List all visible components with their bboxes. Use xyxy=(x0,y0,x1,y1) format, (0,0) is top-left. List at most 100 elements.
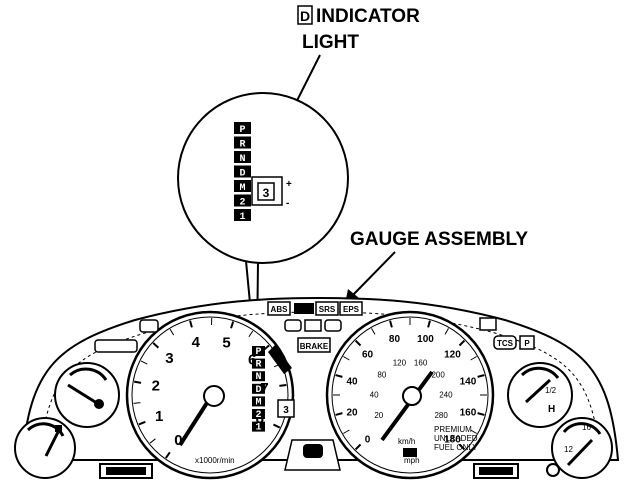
tach-number-2: 2 xyxy=(152,377,160,394)
abs-light xyxy=(267,301,291,316)
speedo-mph-number-5: 100 xyxy=(417,334,434,345)
oil-charge-lights xyxy=(94,339,138,353)
tach-tick-1 xyxy=(149,438,156,444)
tach-tick-4 xyxy=(133,380,142,384)
speedo-tick-13 xyxy=(470,356,477,361)
fuel-bezel xyxy=(54,362,120,428)
tach-gear-letter-5: 2 xyxy=(255,410,261,421)
srs-light xyxy=(315,301,339,316)
tach-number-3: 3 xyxy=(165,350,173,367)
speedo-mph-number-9: 180 xyxy=(444,434,461,445)
gauge-assembly-leader xyxy=(351,251,396,297)
fuel-note-3: FUEL ONLY xyxy=(434,443,478,452)
warning-lights: ABS SRS EPS BRAKE TCS P xyxy=(94,301,535,353)
right-upper-bezel xyxy=(507,362,573,428)
speedo-kmh-number-2: 80 xyxy=(377,371,386,380)
speedo-face xyxy=(331,316,489,474)
tach-gear-letter-4: M xyxy=(255,397,261,408)
cluster-inner-rim xyxy=(39,311,601,456)
zoom-gear-box xyxy=(257,182,275,201)
tach-gear-box-2 xyxy=(252,371,265,382)
zoom-gear-box-2 xyxy=(234,151,251,163)
zoom-gear-letter-6: 1 xyxy=(239,212,245,223)
d-callout-letter: D xyxy=(300,8,310,24)
speedo-tick-12 xyxy=(458,339,466,347)
brake-label: BRAKE xyxy=(300,342,329,351)
tach-number-1: 1 xyxy=(155,408,163,425)
speedo-tick-17 xyxy=(470,429,477,434)
p-light xyxy=(519,335,535,350)
right-lower-needle xyxy=(566,438,594,467)
zoom-gear-letter-3: D xyxy=(239,169,245,180)
tach-unit: x1000r/min xyxy=(195,456,235,465)
fuel-scale xyxy=(69,367,108,381)
tach-gear-box-6 xyxy=(252,421,265,432)
d-callout-line1: INDICATOR xyxy=(316,6,420,27)
speedo-tick-10 xyxy=(427,320,431,328)
zoom-gear-box-3 xyxy=(234,165,251,178)
speedo-mph-unit: mph xyxy=(404,456,420,465)
tach-tick-14 xyxy=(279,383,287,387)
left-odometer-digits xyxy=(106,467,146,475)
tach-tick-5 xyxy=(140,360,148,365)
tach-gear-box-3 xyxy=(252,383,265,394)
d-callout-box xyxy=(297,5,313,25)
tach-number-0: 0 xyxy=(174,432,182,449)
speedo-mph-number-7: 140 xyxy=(460,376,477,387)
tcs-light xyxy=(493,335,517,350)
zoom-gear-letter-1: R xyxy=(239,140,245,151)
speedo-tick-1 xyxy=(343,429,350,434)
gauge-assembly-callout: GAUGE ASSEMBLY xyxy=(350,229,528,250)
tach-gear-box-0 xyxy=(252,346,265,356)
tach-tick-8 xyxy=(189,320,193,328)
tach-number-4: 4 xyxy=(192,334,201,351)
speedo-tick-16 xyxy=(477,412,485,416)
speedo-tick-4 xyxy=(335,374,343,378)
speedo-kmh-number-4: 160 xyxy=(414,359,428,368)
speedo-mph-number-3: 60 xyxy=(362,350,374,361)
turn-left-light xyxy=(284,319,302,332)
volt-16-label: 16 xyxy=(582,423,591,432)
speedo-kmh-number-1: 40 xyxy=(370,390,379,399)
tach-gear-letter-1: R xyxy=(255,360,261,371)
speedo-tick-14 xyxy=(477,374,485,378)
temp-bezel xyxy=(14,417,76,479)
speedo-tick-0 xyxy=(354,443,362,451)
car-icon xyxy=(303,444,323,458)
tach-tick-0 xyxy=(165,451,171,459)
speedo-tick-7 xyxy=(371,328,376,335)
door-light xyxy=(139,319,159,333)
speedo-odometer-window xyxy=(403,448,417,457)
tach-gear-box-5 xyxy=(252,409,265,419)
speedo-kmh-number-5: 200 xyxy=(431,371,445,380)
right-lower-bezel xyxy=(551,417,613,479)
turn-right-light xyxy=(324,319,342,332)
tach-gear-letter-2: N xyxy=(255,372,261,383)
tcs-label: TCS xyxy=(497,339,514,348)
zoom-gear-box-0 xyxy=(234,122,251,134)
eps-light xyxy=(339,301,363,316)
tach-redline-zone xyxy=(268,345,292,374)
tach-gear-box xyxy=(277,399,295,418)
speedo-kmh-number-7: 280 xyxy=(434,411,448,420)
speedo-mph-number-6: 120 xyxy=(444,350,461,361)
right-upper-scale xyxy=(520,366,560,379)
blank-light-1 xyxy=(294,303,314,314)
tach-gear-box-1 xyxy=(252,358,265,369)
temp-gauge xyxy=(14,417,76,479)
zoom-gear-box-1 xyxy=(234,136,251,149)
speedo-tick-5 xyxy=(343,356,350,361)
fuel-note-1: PREMIUM xyxy=(434,425,472,434)
tach-gear-letter-6: 1 xyxy=(255,423,261,434)
right-upper-needle xyxy=(524,378,552,404)
tach-tick-7 xyxy=(169,328,175,336)
fuel-note-2: UNLEADED xyxy=(434,434,478,443)
zoom-gear-letter-0: P xyxy=(239,125,245,136)
tach-gear-box-value: 3 xyxy=(283,405,289,416)
temp-h-label: H xyxy=(548,404,555,415)
